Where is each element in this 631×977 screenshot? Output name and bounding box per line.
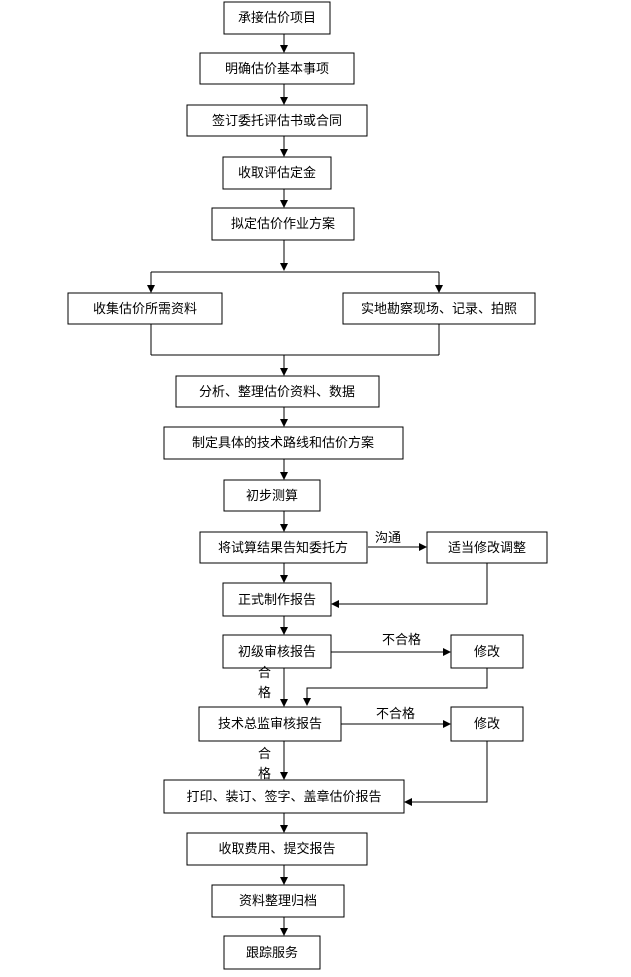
step-preliminary-calc: 初步测算 [223,479,321,512]
step-archive: 资料整理归档 [211,884,345,918]
connectors [147,34,488,936]
step-label: 修改 [474,645,500,660]
label-pass-2-b: 格 [258,766,271,782]
step-director-review: 技术总监审核报告 [198,706,342,742]
step-label: 分析、整理估价资料、数据 [199,385,355,400]
step-label: 正式制作报告 [238,593,316,608]
step-label: 跟踪服务 [246,945,298,961]
label-pass-1-b: 格 [258,685,271,701]
step-accept-project: 承接估价项目 [223,1,331,35]
step-label: 制定具体的技术路线和估价方案 [192,435,374,451]
step-site-survey: 实地勘察现场、记录、拍照 [342,292,536,325]
label-communicate: 沟通 [375,531,401,546]
step-analyze-data: 分析、整理估价资料、数据 [175,375,380,408]
step-draft-plan: 拟定估价作业方案 [211,207,355,241]
step-revise-2: 修改 [450,706,524,742]
step-label: 收集估价所需资料 [93,301,197,317]
label-fail-1: 不合格 [382,632,421,648]
step-label: 将试算结果告知委托方 [218,540,348,556]
step-label: 承接估价项目 [238,10,316,26]
step-label: 技术总监审核报告 [218,717,322,732]
step-revise-1: 修改 [450,634,524,669]
label-pass-2-a: 合 [258,747,271,762]
step-initial-review: 初级审核报告 [222,634,332,669]
step-label: 初级审核报告 [238,645,316,660]
step-label: 收取评估定金 [238,165,316,181]
step-label: 明确估价基本事项 [225,62,329,77]
step-sign-contract: 签订委托评估书或合同 [186,104,368,137]
step-label: 初步测算 [246,489,298,504]
step-label: 打印、装订、签字、盖章估价报告 [186,789,381,805]
step-follow-up: 跟踪服务 [223,935,321,970]
step-technical-route: 制定具体的技术路线和估价方案 [163,426,404,460]
step-collect-deposit: 收取评估定金 [222,156,332,190]
step-label: 资料整理归档 [239,894,317,909]
step-label: 修改 [474,717,500,732]
step-label: 拟定估价作业方案 [231,216,335,232]
step-collect-materials: 收集估价所需资料 [67,292,223,325]
step-label: 收取费用、提交报告 [218,841,335,857]
step-inform-client: 将试算结果告知委托方 [199,531,368,564]
step-label: 签订委托评估书或合同 [212,113,342,129]
label-fail-2: 不合格 [376,706,415,722]
step-formal-report: 正式制作报告 [222,582,332,617]
label-pass-1-a: 合 [258,666,271,681]
step-clarify-basics: 明确估价基本事项 [199,52,355,85]
step-print-sign: 打印、装订、签字、盖章估价报告 [163,779,405,814]
step-label: 适当修改调整 [448,541,526,556]
step-collect-fee: 收取费用、提交报告 [186,832,368,866]
step-adjust: 适当修改调整 [426,531,548,564]
step-label: 实地勘察现场、记录、拍照 [361,302,517,317]
